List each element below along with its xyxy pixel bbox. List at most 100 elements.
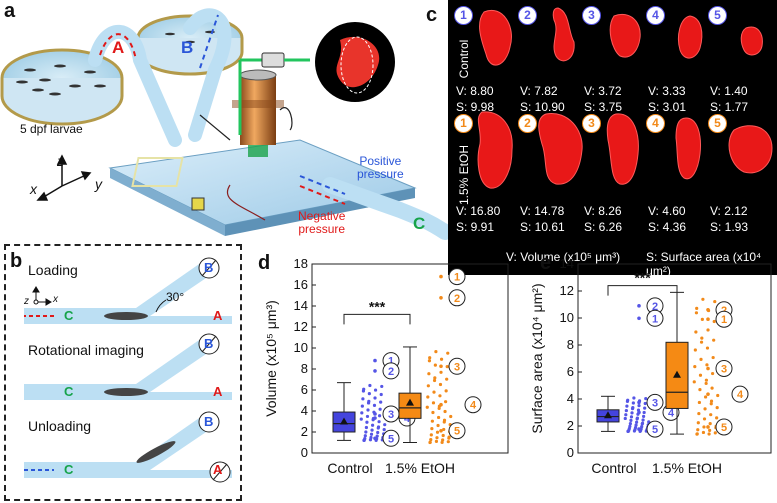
volume-value-etoh-2: V: 14.78 [520, 204, 565, 218]
row-label-etoh: 1.5% EtOH [457, 144, 471, 206]
positive-pressure-label: Positive pressure [357, 155, 404, 181]
mean-marker-1 [406, 398, 414, 406]
highlight-label-0-3: 3 [388, 409, 394, 421]
larva-2 [104, 388, 148, 396]
data-point [701, 430, 706, 435]
tube-b [183, 8, 232, 142]
valve-a-slash [212, 463, 228, 481]
x-tick-label-1: 1.5% EtOH [652, 460, 722, 476]
panel-a-label: a [4, 0, 16, 22]
data-point [366, 408, 370, 412]
surface-value-control-3: S: 3.75 [584, 100, 623, 114]
larva-1 [104, 312, 148, 320]
data-point [427, 359, 432, 363]
data-point [693, 365, 697, 369]
y-tick-label: 8 [567, 337, 574, 352]
data-point [634, 423, 638, 427]
data-point [715, 416, 719, 420]
data-point [713, 299, 717, 304]
data-point [438, 382, 443, 387]
volume-value-control-1: V: 8.80 [456, 84, 494, 98]
data-point [445, 377, 449, 381]
data-point [632, 429, 637, 433]
data-point [700, 317, 704, 321]
surface-value-etoh-5: S: 1.93 [710, 220, 749, 234]
data-point [440, 440, 444, 445]
surface-value-control-1: S: 9.98 [456, 100, 495, 114]
cell-shape-control-2 [552, 7, 575, 62]
data-point [430, 427, 434, 431]
step-rotational-imaging: Rotational imaging [28, 342, 144, 358]
data-point [635, 416, 640, 420]
highlight-point-4 [706, 392, 710, 396]
highlight-label-1-5: 5 [454, 426, 460, 438]
step-loading: Loading [28, 262, 78, 278]
data-point [432, 390, 436, 394]
data-point [436, 423, 440, 428]
data-point [378, 414, 382, 418]
data-point [379, 392, 383, 397]
highlight-badge-0-5 [382, 429, 400, 447]
mean-marker-0 [340, 417, 348, 425]
laser-source [261, 52, 285, 68]
y-tick-label: 12 [294, 319, 308, 334]
highlight-label-1-1: 1 [721, 314, 727, 326]
channel-step-3 [24, 416, 232, 478]
label-b-1: B [204, 260, 214, 275]
data-point [697, 411, 701, 416]
panel-c-label: c [426, 4, 438, 26]
data-point [630, 411, 634, 415]
mean-marker-0 [604, 411, 612, 419]
data-point [426, 395, 430, 399]
cell-shape-control-5 [740, 26, 763, 56]
y-tick-label: 0 [301, 445, 308, 460]
plot-frame [577, 263, 772, 454]
data-point [705, 346, 710, 350]
data-point [442, 427, 446, 432]
x-tick-label-0: Control [327, 460, 372, 476]
highlight-label-0-1: 1 [652, 313, 658, 325]
highlight-point-3 [706, 366, 710, 371]
data-point [435, 436, 439, 440]
y-tick-label: 4 [567, 391, 574, 406]
data-point [629, 415, 634, 419]
index-badge-control-2: 2 [518, 6, 537, 25]
surface-value-control-5: S: 1.77 [710, 100, 749, 114]
data-point [429, 437, 433, 442]
data-point [634, 420, 639, 424]
volume-value-control-4: V: 3.33 [648, 84, 686, 98]
significance-bracket [607, 285, 678, 296]
data-point [439, 357, 444, 361]
data-point [700, 336, 704, 340]
cell-shape-control-1 [479, 9, 512, 66]
data-point [373, 388, 378, 392]
data-point [644, 396, 648, 401]
data-point [434, 350, 438, 354]
valve-b-slash-1 [201, 259, 217, 277]
label-a-2: A [213, 384, 223, 399]
data-point [696, 421, 700, 425]
data-point [708, 422, 712, 426]
volume-value-control-2: V: 7.82 [520, 84, 558, 98]
data-point [624, 408, 628, 413]
highlight-badge-0-3 [646, 393, 664, 411]
y-tick-label: 16 [294, 277, 308, 292]
data-point [445, 364, 449, 369]
y-tick-label: 14 [294, 298, 308, 313]
data-point [380, 384, 384, 389]
highlight-label-0-4: 4 [404, 413, 411, 425]
highlight-badge-1-1 [715, 310, 733, 328]
highlight-point-4 [439, 402, 443, 407]
data-point [626, 429, 630, 433]
label-b-2: B [204, 336, 214, 351]
data-point [446, 351, 450, 355]
data-point [365, 420, 369, 424]
y-tick-label: 10 [294, 340, 308, 355]
channel-step-1 [24, 262, 232, 324]
data-point [711, 371, 715, 376]
highlight-point-2 [373, 369, 377, 373]
y-axis-label: Volume (x10⁵ μm³) [263, 300, 279, 417]
plot-frame [311, 263, 509, 454]
cell-shape-etoh-2 [538, 113, 583, 185]
cell-shape-etoh-4 [675, 117, 701, 180]
